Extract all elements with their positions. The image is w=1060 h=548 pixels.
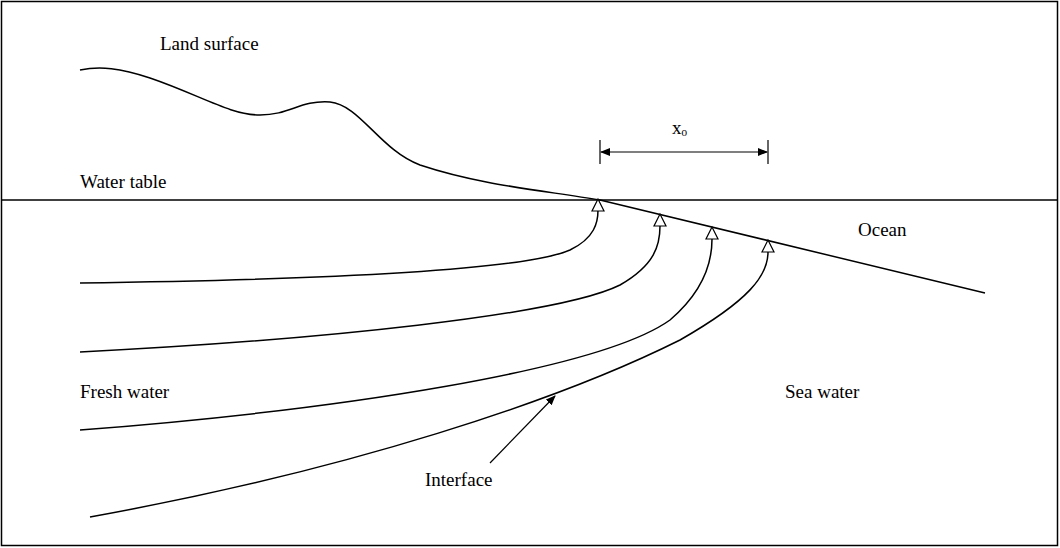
dimension-tick — [767, 140, 768, 164]
arrow-head — [654, 214, 666, 226]
surface-label: Land surface — [160, 34, 259, 55]
interface-line — [90, 252, 768, 517]
dimension-tick — [599, 140, 600, 164]
zone-label: Sea water — [785, 382, 859, 403]
water-table-line — [2, 199, 1057, 201]
land-surface-line — [80, 68, 985, 293]
flow-line — [80, 226, 660, 352]
dimension-arrow — [601, 151, 767, 152]
dimension-label: xₒ — [672, 118, 687, 139]
arrow-head — [706, 227, 718, 239]
flow-line — [80, 239, 712, 430]
ocean-label: Ocean — [858, 220, 907, 241]
flow-line — [80, 210, 598, 283]
arrow-head — [592, 199, 604, 211]
water-table-label: Water table — [80, 172, 167, 193]
zone-label: Fresh water — [80, 382, 169, 403]
leader-arrow — [490, 396, 555, 463]
arrow-head — [762, 240, 774, 252]
interface-label: Interface — [425, 470, 493, 491]
